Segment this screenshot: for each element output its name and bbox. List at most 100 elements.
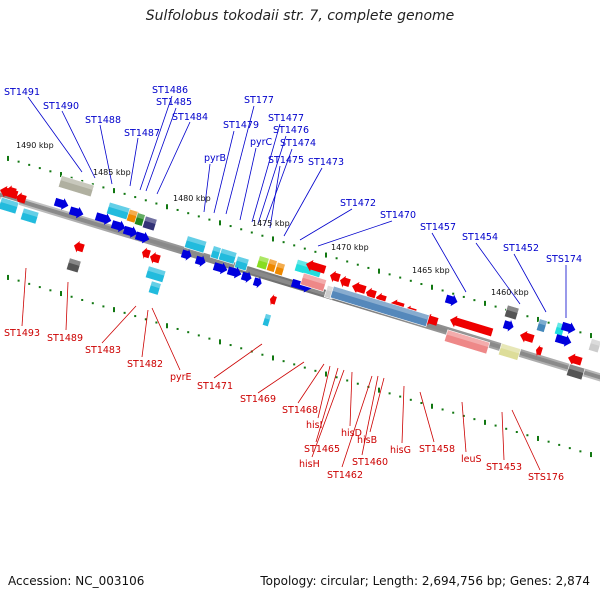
scale-tick-top [388,273,391,276]
gene-arrow-shape [502,319,514,332]
scale-label: 1465 kbp [412,266,450,275]
gene-reverse [536,344,543,357]
scale-tick-top [250,231,253,234]
gene-reverse [306,259,327,274]
leader-line-top [475,242,521,305]
scale-tick-bottom [144,318,147,321]
scale-tick-top [240,228,243,231]
scale-tick-top [579,331,582,334]
gene-box-shape [209,245,222,260]
scale-tick-top [208,218,211,221]
gene-box-highlight [128,209,140,217]
gene-reverse [352,281,367,294]
gene-reverse [568,353,583,366]
leader-line-top [251,123,281,223]
gene-forward [444,294,458,307]
gene-box-shape [141,215,158,232]
gene-arrow-shape [450,315,494,337]
gene-feature [535,318,548,333]
gene-arrow-shape [6,185,17,197]
gene-box-highlight [22,207,40,218]
genome-title: Sulfolobus tokodaii str. 7, complete gen… [145,8,455,24]
gene-arrow-shape [444,294,458,307]
scale-tick-top [70,176,73,179]
scale-tick-bottom [81,298,84,301]
scale-label: 1470 kbp [331,243,369,252]
gene-feature [65,257,82,274]
gene-label-top: ST1490 [43,101,79,112]
gene-arrow-shape [142,247,151,259]
gene-feature [565,363,586,381]
gene-box-shape [133,212,146,227]
gene-label-bottom: ST1469 [240,394,276,405]
gene-label-bottom: ST1462 [327,470,363,481]
scale-tick-bottom [325,371,327,377]
gene-box-highlight [506,304,520,314]
leader-line-bottom [461,401,467,453]
scale-tick-top [367,266,370,269]
scale-tick-top [102,186,105,189]
gene-box-highlight [500,343,521,354]
gene-arrow-shape [226,266,242,279]
gene-feature [503,304,520,321]
leader-line-top [269,165,281,229]
scale-tick-top [187,212,190,215]
gene-forward [94,212,112,225]
gene-arrow-shape [330,270,341,283]
gene-label-top: ST1484 [172,112,208,123]
gene-box-shape [217,247,238,265]
scale-tick-bottom [166,323,168,329]
scale-tick-bottom [484,419,486,425]
scale-tick-bottom [219,339,221,345]
scale-tick-top [452,292,455,295]
gene-box-highlight [276,262,286,270]
scale-tick-bottom [176,327,179,330]
leader-line-bottom [419,391,435,443]
gene-box-highlight [0,197,19,208]
scale-tick-bottom [409,398,412,401]
scale-tick-top [176,208,179,211]
leader-line-bottom [297,363,325,404]
gene-box-shape [65,257,82,274]
scale-tick-top [155,202,158,205]
leader-line-top [213,130,235,214]
scale-tick-bottom [49,289,52,292]
gene-forward [240,271,252,283]
gene-label-bottom: pyrE [170,372,192,383]
scale-tick-bottom [261,353,264,356]
gene-forward [122,225,138,238]
scale-tick-top [91,183,94,186]
gene-box-shape [57,175,95,198]
scale-tick-bottom [17,279,20,282]
gene-label-bottom: ST1471 [197,381,233,392]
leader-line-bottom [361,375,379,456]
gene-label-bottom: ST1458 [419,444,455,455]
gene-arrow-shape [240,271,252,283]
gene-label-top: ST177 [244,95,274,106]
leader-line-bottom [151,307,181,371]
gene-forward [110,220,126,233]
gene-label-bottom: hisH [299,459,320,470]
scale-tick-bottom [102,305,105,308]
scale-tick-top [590,333,592,339]
scale-tick-bottom [7,274,9,280]
gene-feature [299,272,328,292]
gene-box-highlight [568,363,586,374]
gene-label-bottom: hisD [341,428,362,439]
gene-label-top: ST1485 [156,97,192,108]
scale-label: 1460 kbp [491,288,529,297]
gene-arrow-shape [122,225,138,238]
gene-arrow-shape [134,231,150,244]
gene-forward [252,276,262,289]
gene-arrow-shape [53,197,69,210]
scale-tick-bottom [123,311,126,314]
gene-label-top: ST1470 [380,210,416,221]
gene-reverse [340,275,351,288]
gene-forward [226,266,242,279]
scale-tick-top [282,241,285,244]
gene-box-shape [535,318,548,333]
scale-label: 1490 kbp [16,141,54,150]
gene-arrow-shape [554,334,572,347]
leader-line-top [257,135,287,225]
scale-tick-top [144,199,147,202]
